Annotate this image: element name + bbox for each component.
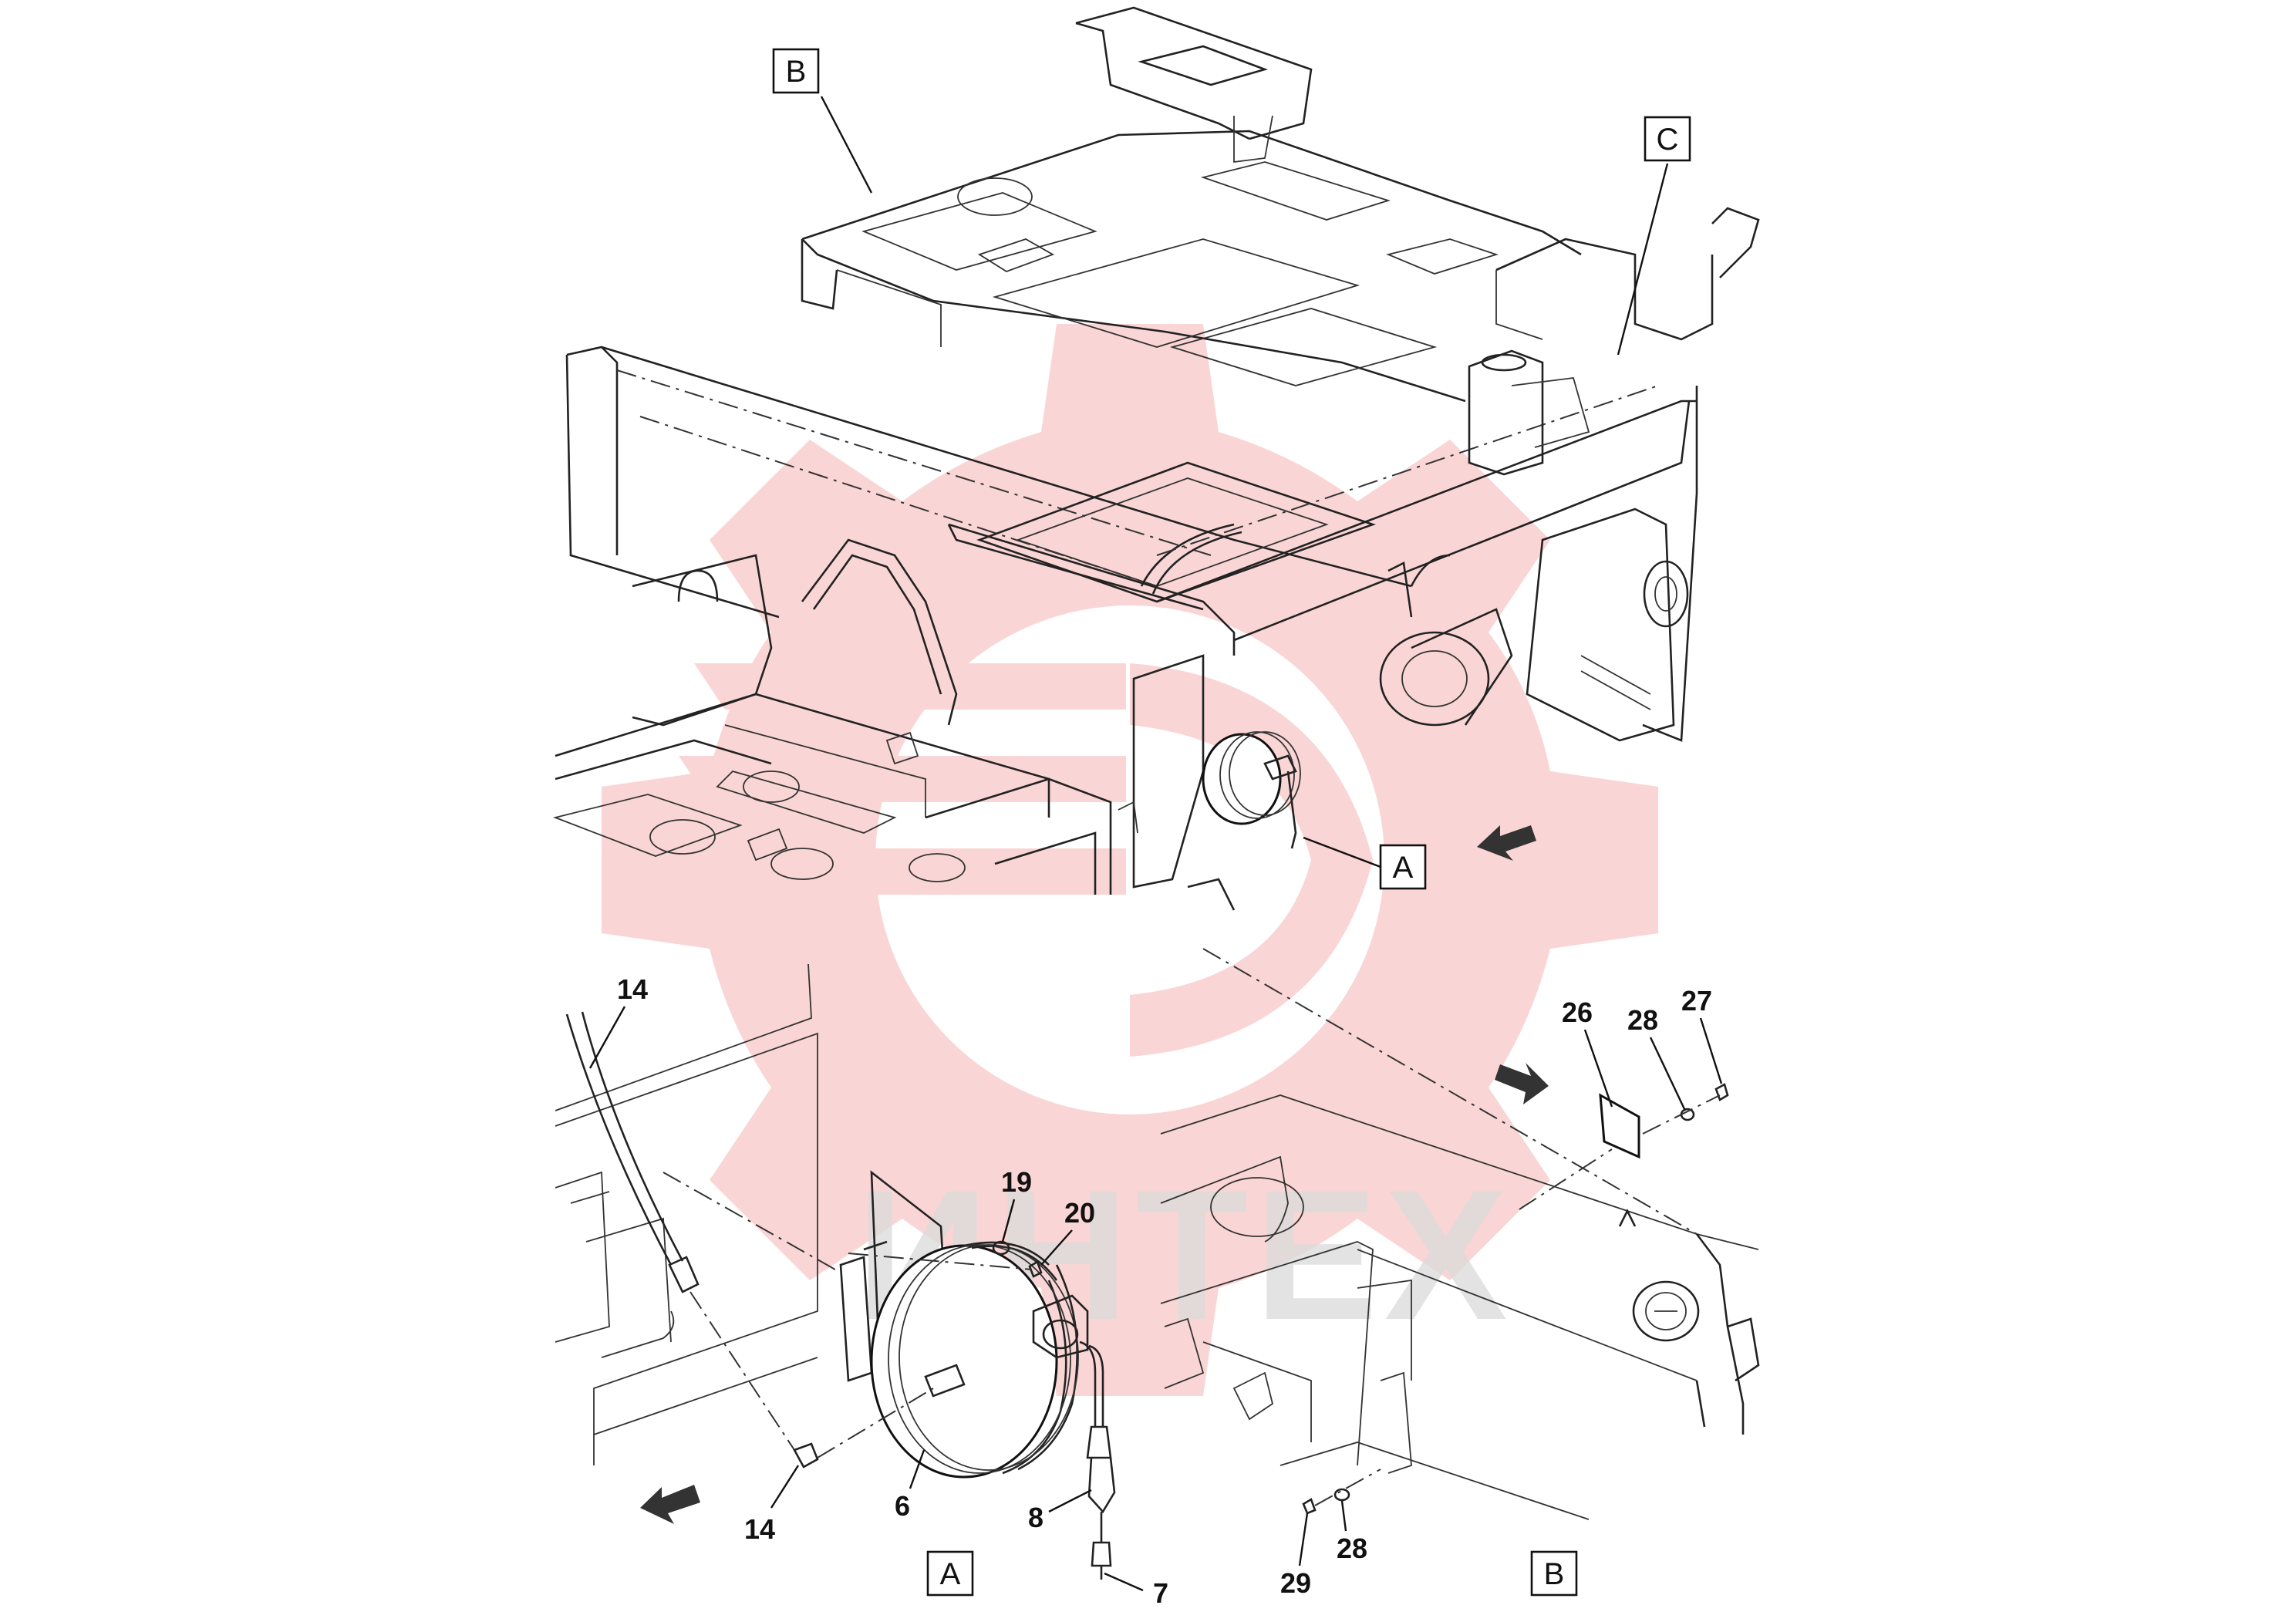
svg-text:A: A (940, 1557, 961, 1591)
callout-7: 7 (1104, 1572, 1168, 1609)
callout-19: 19 (1001, 1166, 1032, 1243)
direction-arrow-icon (640, 1485, 700, 1524)
svg-text:28: 28 (1627, 1004, 1658, 1036)
svg-text:14: 14 (617, 973, 648, 1005)
svg-text:8: 8 (1028, 1502, 1043, 1533)
svg-text:6: 6 (895, 1490, 910, 1522)
svg-text:B: B (786, 55, 807, 89)
view-label-b-bottom: B (1530, 1550, 1578, 1597)
callout-14-fitting: 14 (744, 1465, 800, 1545)
callout-20: 20 (1040, 1197, 1095, 1266)
view-label-c: C (1617, 116, 1691, 356)
view-label-a-top: A (1303, 836, 1427, 890)
svg-text:A: A (1393, 851, 1414, 885)
callout-26: 26 (1562, 996, 1613, 1108)
callout-29: 29 (1280, 1512, 1311, 1599)
hose-reel-top-view (1202, 731, 1301, 849)
direction-arrow-icon (1495, 1063, 1549, 1104)
svg-text:C: C (1657, 123, 1679, 157)
direction-arrow-icon (1477, 825, 1536, 861)
view-label-a-bottom: A (926, 1550, 974, 1597)
callout-14-hose: 14 (588, 973, 648, 1069)
svg-text:7: 7 (1153, 1577, 1168, 1609)
svg-text:19: 19 (1001, 1166, 1032, 1198)
svg-text:29: 29 (1280, 1567, 1311, 1599)
callout-27: 27 (1681, 985, 1723, 1084)
view-label-b-top: B (772, 48, 873, 194)
svg-text:26: 26 (1562, 996, 1593, 1028)
detail-a-assembly (555, 963, 1116, 1580)
top-frame-assembly (553, 6, 1760, 911)
svg-text:27: 27 (1681, 985, 1712, 1017)
svg-text:20: 20 (1064, 1197, 1095, 1229)
svg-text:28: 28 (1337, 1533, 1367, 1564)
callout-8: 8 (1028, 1489, 1092, 1533)
detail-b-assembly (1160, 948, 1760, 1520)
callout-28-top: 28 (1627, 1004, 1687, 1111)
callout-28-bottom: 28 (1337, 1500, 1367, 1564)
svg-text:14: 14 (744, 1513, 775, 1545)
svg-text:B: B (1544, 1557, 1565, 1591)
callout-6: 6 (895, 1449, 925, 1522)
